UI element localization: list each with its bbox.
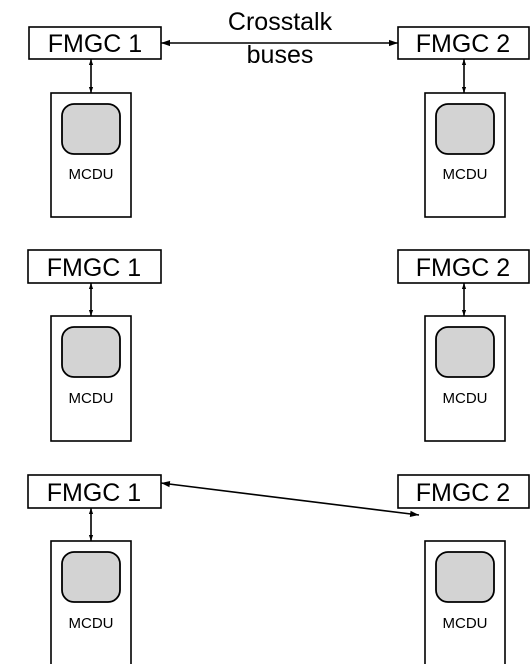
fmgc-1-label: FMGC 1	[47, 479, 141, 507]
mcdu-1-unit: MCDU	[50, 315, 132, 442]
configuration-2: FMGC 1 FMGC 2 MCDU MCDU	[27, 249, 530, 442]
fmgc-1-label: FMGC 1	[48, 30, 142, 58]
fmgc-2-label: FMGC 2	[416, 30, 510, 58]
mcdu-2-screen	[435, 103, 495, 155]
fmgc-2-label: FMGC 2	[416, 479, 510, 507]
mcdu-1-label: MCDU	[69, 615, 114, 632]
mcdu-1-screen	[61, 103, 121, 155]
mcdu-1-screen	[61, 551, 121, 603]
mcdu-1-screen	[61, 326, 121, 378]
fmgc-1-box: FMGC 1	[27, 249, 162, 284]
fmgc-2-box: FMGC 2	[397, 474, 530, 509]
configuration-3: FMGC 1 FMGC 2 MCDU MCDU	[27, 474, 530, 664]
mcdu-2-unit: MCDU	[424, 92, 506, 218]
mcdu-1-label: MCDU	[69, 390, 114, 407]
mcdu-2-label: MCDU	[443, 615, 488, 632]
fmgc-1-to-mcdu-2-crossed-link	[160, 480, 420, 518]
fmgc-2-box: FMGC 2	[397, 26, 530, 60]
mcdu-1-unit: MCDU	[50, 540, 132, 664]
mcdu-2-unit: MCDU	[424, 315, 506, 442]
mcdu-2-screen	[435, 326, 495, 378]
mcdu-2-label: MCDU	[443, 390, 488, 407]
mcdu-1-label: MCDU	[69, 166, 114, 183]
mcdu-2-unit: MCDU	[424, 540, 506, 664]
mcdu-1-unit: MCDU	[50, 92, 132, 218]
crosstalk-label-line1: Crosstalk	[228, 8, 333, 36]
mcdu-2-label: MCDU	[443, 166, 488, 183]
fmgc-1-box: FMGC 1	[27, 474, 162, 509]
fmgc-1-box: FMGC 1	[28, 26, 162, 60]
fmgc-2-label: FMGC 2	[416, 254, 510, 282]
fmgc-2-box: FMGC 2	[397, 249, 530, 284]
configuration-1: FMGC 1 FMGC 2 Crosstalk buses MCDU MCDU	[28, 8, 530, 218]
fmgc-1-label: FMGC 1	[47, 254, 141, 282]
crosstalk-label-line2: buses	[247, 41, 314, 69]
mcdu-2-screen	[435, 551, 495, 603]
